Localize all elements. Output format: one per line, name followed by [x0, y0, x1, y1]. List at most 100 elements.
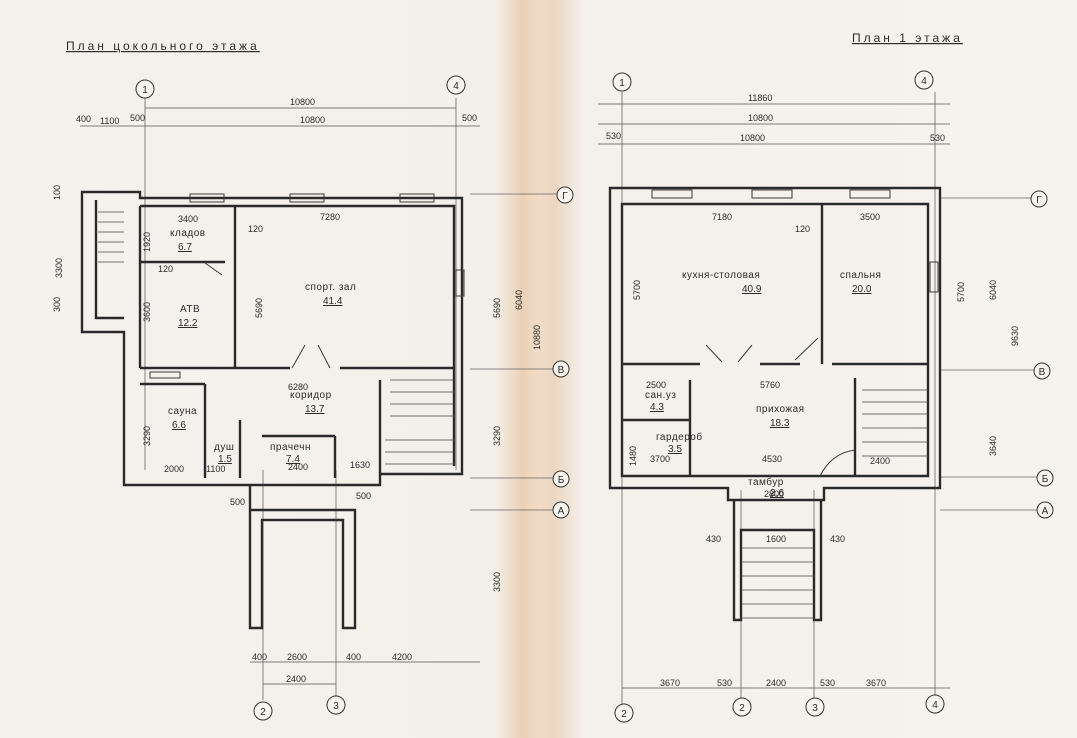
floor1-plan: План 1 этажа 1 4 2 2 3 4 Г В Б А 11860: [598, 31, 1054, 723]
axis-bubble-a: [552, 501, 570, 519]
room-sauna: сауна: [168, 406, 197, 417]
room-prach: прачечн: [270, 442, 311, 453]
f1-dim-2500: 2500: [646, 380, 666, 390]
f1-axis-bubble-2a: [614, 703, 634, 723]
basement-title: План цокольного этажа: [66, 39, 260, 53]
room-sport: спорт. зал: [305, 282, 356, 293]
dim-2400: 2400: [288, 462, 308, 472]
dim-500-a: 500: [130, 113, 145, 123]
stairs-left: [98, 211, 124, 263]
axis-label-v: В: [558, 365, 565, 376]
window-5: [149, 371, 181, 379]
dim-500-d: 500: [356, 491, 371, 501]
f1-axis-label-b: Б: [1042, 474, 1049, 485]
dim-300: 300: [52, 297, 62, 312]
f1-window-3: [849, 189, 891, 199]
f1-dim-7180: 7180: [712, 212, 732, 222]
f1-axis-bubble-g: [1030, 190, 1048, 208]
dim-3300: 3300: [54, 258, 64, 278]
f1-door-kitchen: [705, 344, 753, 363]
window-3: [399, 193, 435, 203]
dim-100: 100: [52, 185, 62, 200]
f1-room-hall: прихожая: [756, 404, 805, 415]
f1-axis-label-2: 2: [739, 703, 745, 714]
f1-window-2: [751, 189, 793, 199]
f1-room-ward-area: 3.5: [668, 444, 682, 455]
room-koridor: коридор: [290, 390, 332, 401]
f1-room-tambur-area: 2.6: [770, 488, 784, 499]
dim-1100: 1100: [100, 116, 119, 126]
f1-axis-bubble-2: [732, 697, 752, 717]
axis-bubble-g: [556, 186, 574, 204]
f1-axis-bubble-b: [1036, 469, 1054, 487]
window-1: [189, 193, 225, 203]
dim-120-b: 120: [158, 264, 173, 274]
f1-room-bedroom: спальня: [840, 270, 881, 281]
f1-dim-2800: 2800: [764, 489, 784, 499]
f1-room-kitchen-area: 40.9: [742, 284, 762, 295]
f1-axis-bubble-1: [612, 72, 632, 92]
axis-bubble-b: [552, 470, 570, 488]
dim-500-b: 500: [462, 113, 477, 123]
dim-6280: 6280: [288, 382, 308, 392]
f1-dim-10800-b: 10800: [740, 133, 765, 143]
basement-plan: План цокольного этажа 1 4 2 3 Г В Б А 10…: [52, 39, 574, 721]
f1-room-kitchen: кухня-столовая: [682, 270, 760, 281]
f1-porch-steps: [741, 547, 814, 619]
f1-window-4: [929, 261, 939, 293]
room-kladov-area: 6.7: [178, 242, 192, 253]
axis-bubble-v: [552, 360, 570, 378]
f1-dim-3640: 3640: [988, 436, 998, 456]
f1-dim-5700-r: 5700: [956, 282, 966, 302]
f1-door-stair: [819, 449, 856, 477]
axis-bubble-3: [326, 695, 346, 715]
f1-dim-3670-b: 3670: [866, 678, 886, 688]
f1-dim-2400-b: 2400: [766, 678, 786, 688]
door-sport: [291, 344, 331, 369]
dim-120-a: 120: [248, 224, 263, 234]
f1-dim-5760: 5760: [760, 380, 780, 390]
f1-room-tambur: тамбур: [748, 476, 784, 488]
dim-3300-b: 3300: [492, 572, 502, 592]
dim-5690: 5690: [254, 298, 264, 318]
dim-3400: 3400: [178, 214, 198, 224]
f1-dim-1600: 1600: [766, 534, 786, 544]
room-atv-area: 12.2: [178, 318, 198, 329]
dim-400: 400: [76, 114, 91, 124]
dim-500-c: 500: [230, 497, 245, 507]
f1-dim-4530: 4530: [762, 454, 782, 464]
axis-label-1: 1: [142, 85, 148, 96]
dim-1920: 1920: [142, 232, 152, 252]
axis-label-2: 2: [260, 707, 266, 718]
dim-1630: 1630: [350, 460, 370, 470]
dim-400-b: 400: [346, 652, 361, 662]
f1-dim-10800-a: 10800: [748, 113, 773, 123]
dim-3600: 3600: [142, 302, 152, 322]
f1-room-hall-area: 18.3: [770, 418, 790, 429]
f1-axis-bubble-v: [1033, 362, 1051, 380]
dim-3290-r: 3290: [492, 426, 502, 446]
f1-dim-5700: 5700: [632, 280, 642, 300]
f1-axis-bubble-4b: [925, 694, 945, 714]
dim-2400-b: 2400: [286, 674, 306, 684]
axis-label-b: Б: [558, 475, 565, 486]
f1-inner-outline: [620, 202, 930, 478]
dim-4200: 4200: [392, 652, 412, 662]
dim-7280: 7280: [320, 212, 340, 222]
f1-room-wc-area: 4.3: [650, 402, 664, 413]
f1-room-bedroom-area: 20.0: [852, 284, 872, 295]
f1-dim-3670-a: 3670: [660, 678, 680, 688]
f1-dim-3700: 3700: [650, 454, 670, 464]
axis-label-a: А: [558, 506, 565, 517]
room-kladov: кладов: [170, 228, 206, 239]
f1-dim-530-a: 530: [606, 131, 621, 141]
dim-10800-a: 10800: [290, 97, 315, 107]
f1-dim-2400: 2400: [870, 456, 890, 466]
dim-2000: 2000: [164, 464, 184, 474]
f1-axis-bubble-3: [805, 697, 825, 717]
f1-outer-wall: [608, 186, 942, 502]
room-dush: душ: [214, 442, 234, 453]
f1-dim-6040: 6040: [988, 280, 998, 300]
f1-axis-label-v: В: [1039, 367, 1046, 378]
